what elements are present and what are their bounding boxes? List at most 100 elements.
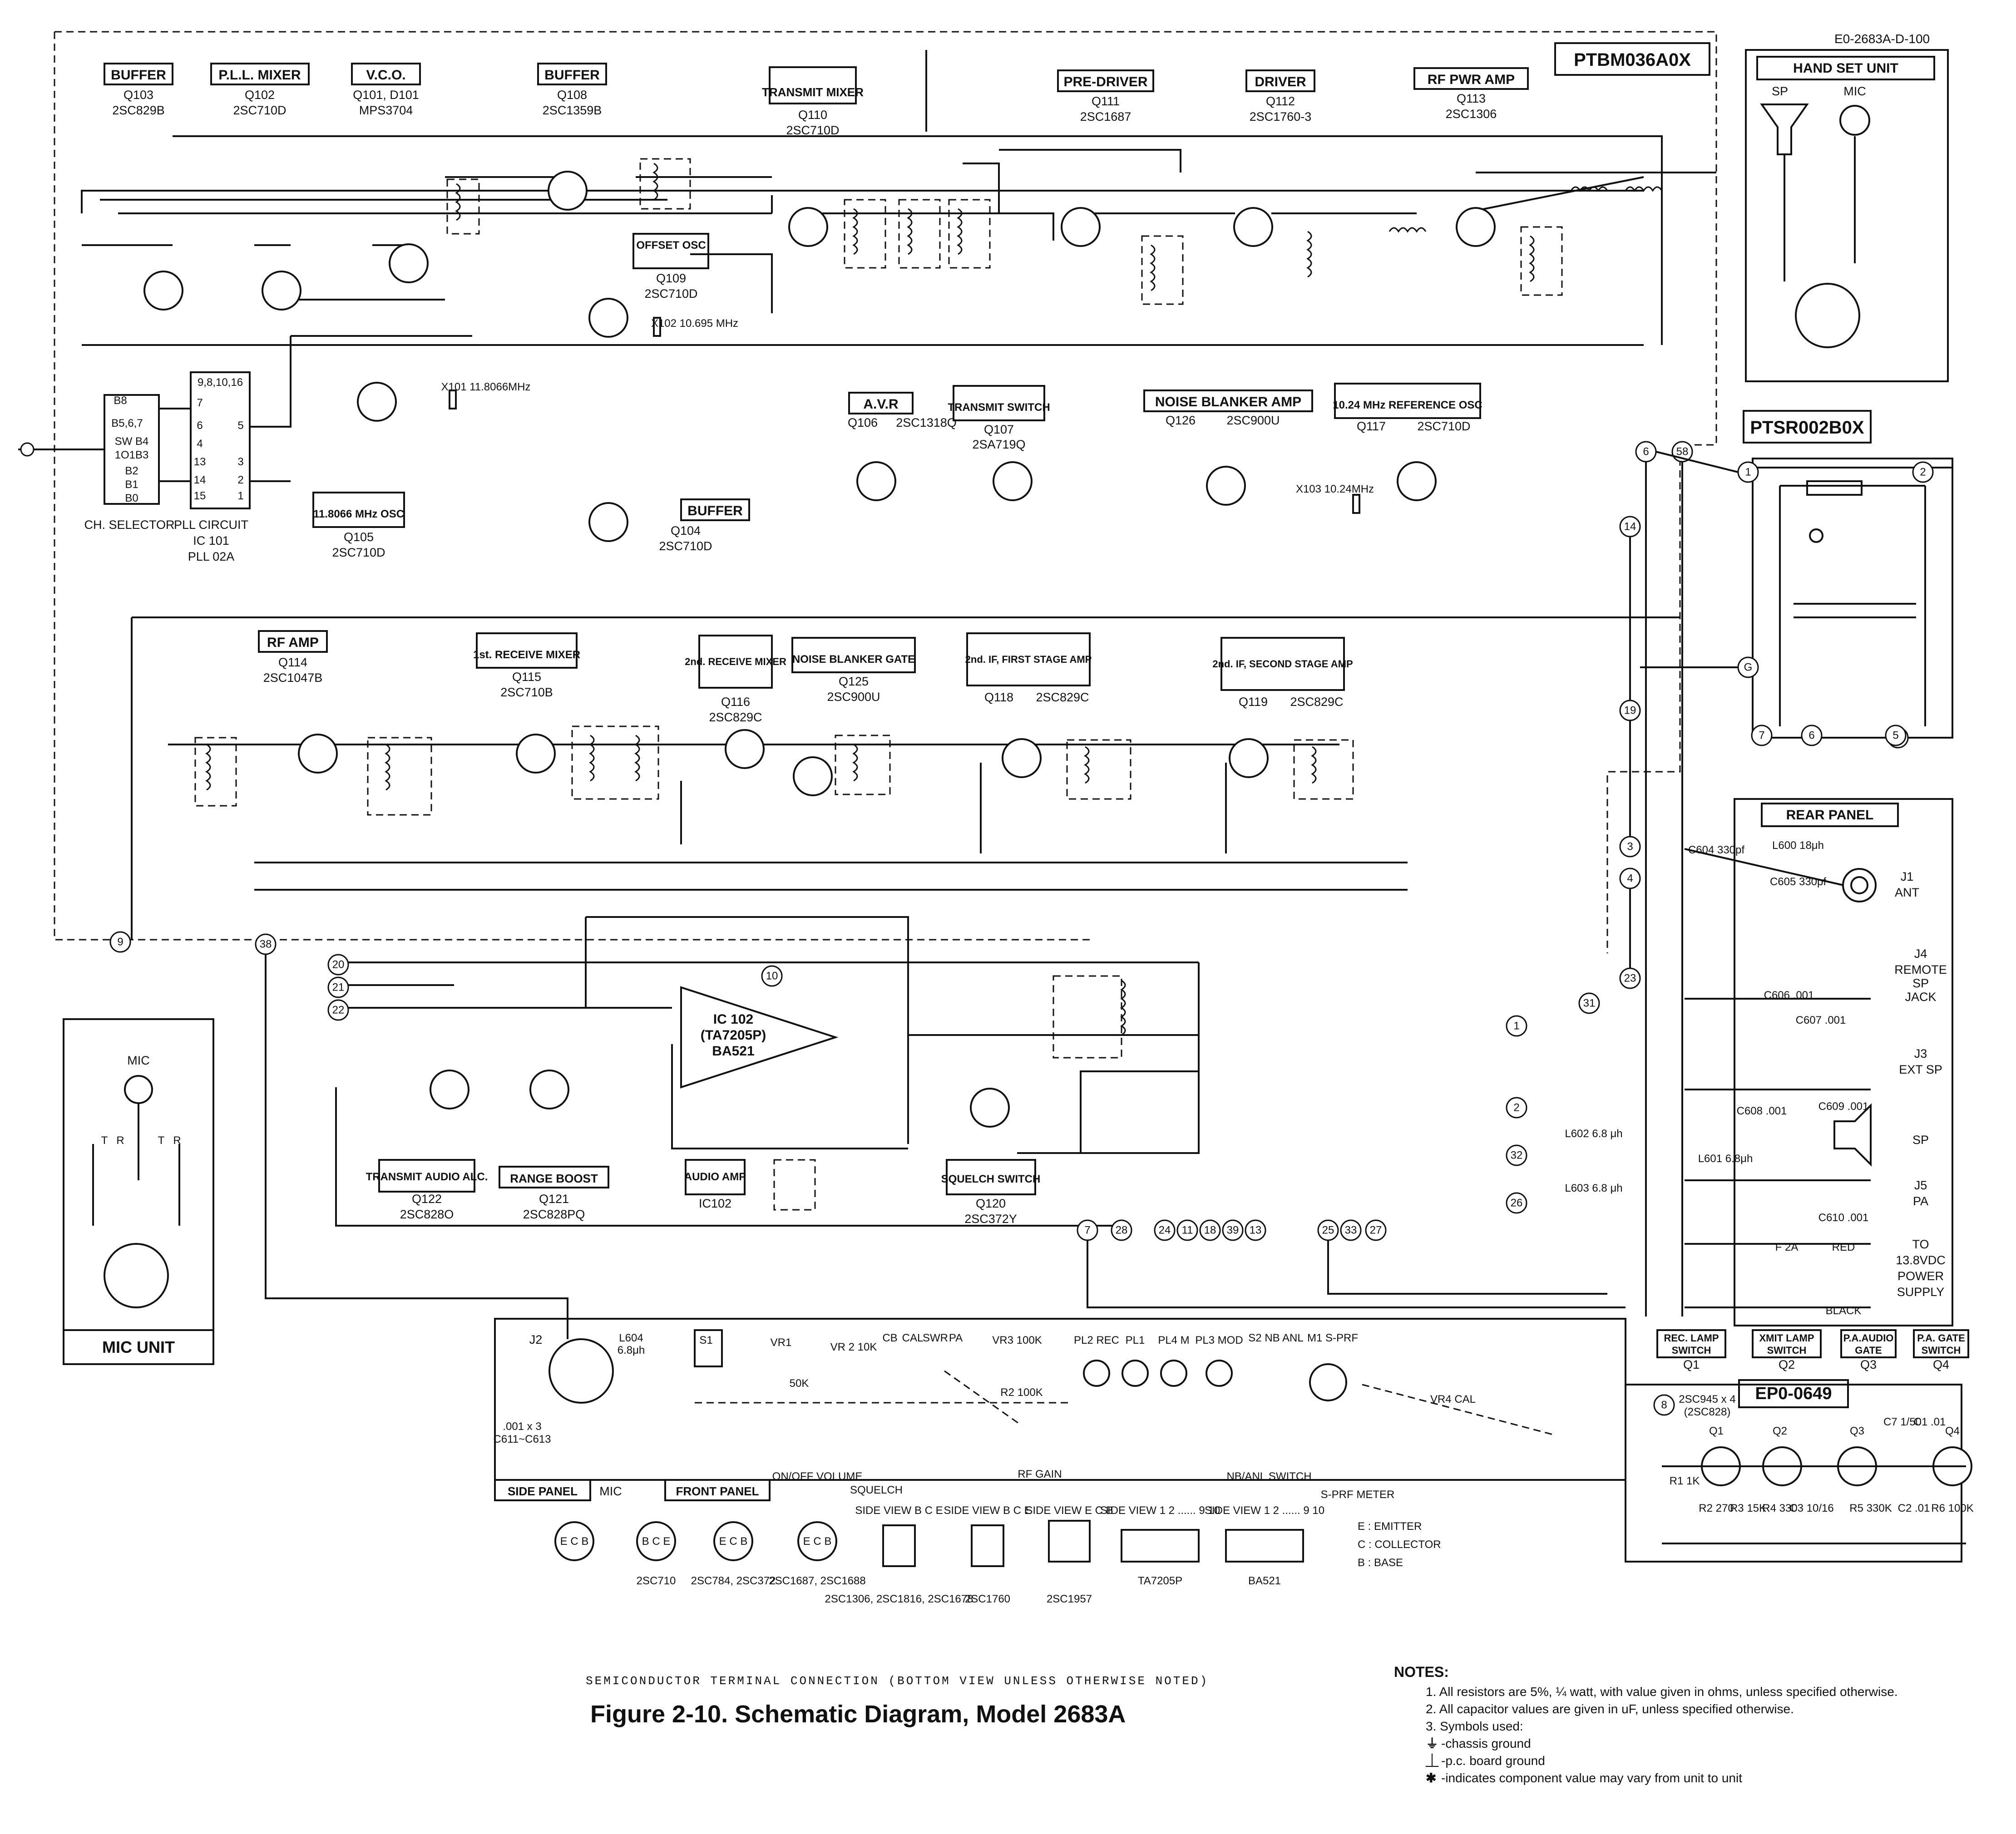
osc-118-part: 2SC710D xyxy=(332,546,385,559)
rf-pwr-amp-title: RF PWR AMP xyxy=(1428,72,1515,87)
q112-transistor xyxy=(1233,207,1273,247)
coils-top xyxy=(446,158,1663,305)
rear-panel-title-box xyxy=(1761,803,1899,827)
rf-pwr-amp-part: 2SC1306 xyxy=(1446,107,1497,121)
svg-text:S2 NB ANL: S2 NB ANL xyxy=(1248,1332,1303,1344)
svg-text:C607 .001: C607 .001 xyxy=(1796,1014,1846,1026)
svg-text:4: 4 xyxy=(197,438,203,450)
svg-text:R4 330: R4 330 xyxy=(1762,1502,1797,1514)
front-panel-label-box xyxy=(664,1479,771,1501)
svg-text:B C E: B C E xyxy=(642,1535,671,1548)
semi-pkg-1-icon xyxy=(554,1521,594,1561)
svg-text:Q2: Q2 xyxy=(1773,1425,1787,1437)
q111-transistor xyxy=(1061,207,1101,247)
pll-mixer-box xyxy=(210,63,310,85)
svg-text:SWITCH: SWITCH xyxy=(1672,1345,1711,1356)
note-variable-value-text: -indicates component value may vary from… xyxy=(1441,1771,1742,1785)
svg-text:CB: CB xyxy=(882,1332,897,1344)
note-1: 1. All resistors are 5%, ¼ watt, with va… xyxy=(1426,1685,1898,1699)
stage-labels-mid: OFFSET OSC Q109 2SC710D A.V.R Q106 2SC13… xyxy=(312,233,1482,559)
pll-ic-box xyxy=(190,371,251,509)
svg-text:6.8μh: 6.8μh xyxy=(618,1344,645,1356)
nb-gate-box xyxy=(791,637,916,673)
svg-text:Q1: Q1 xyxy=(1709,1425,1724,1437)
antenna-jack-icon xyxy=(1842,868,1877,902)
j2-mic-connector-icon xyxy=(548,1338,614,1404)
svg-text:G: G xyxy=(1744,661,1753,674)
svg-text:C608 .001: C608 .001 xyxy=(1737,1105,1787,1117)
svg-text:Q2: Q2 xyxy=(1779,1358,1795,1371)
svg-text:Q4: Q4 xyxy=(1933,1358,1949,1371)
svg-text:E : EMITTER: E : EMITTER xyxy=(1358,1520,1422,1533)
driver-title: DRIVER xyxy=(1255,74,1306,89)
svg-text:REMOTE: REMOTE xyxy=(1894,963,1947,976)
xmit-lamp-switch-box xyxy=(1752,1329,1822,1358)
svg-text:31: 31 xyxy=(1583,997,1596,1010)
audio-ic-alt: BA521 xyxy=(712,1044,754,1059)
semiconductor-views: E C B B C E 2SC710 E C B 2SC784, 2SC372 … xyxy=(554,1504,1441,1605)
transmit-switch-ref: Q107 xyxy=(984,423,1014,436)
svg-text:SIDE VIEW E C B: SIDE VIEW E C B xyxy=(1025,1504,1113,1517)
note-pcb-ground-text: -p.c. board ground xyxy=(1441,1754,1545,1768)
svg-text:PL1: PL1 xyxy=(1126,1334,1145,1346)
svg-text:11: 11 xyxy=(1182,1224,1193,1237)
svg-text:9: 9 xyxy=(117,936,123,948)
svg-text:15: 15 xyxy=(194,490,206,502)
svg-text:TA7205P: TA7205P xyxy=(1138,1575,1182,1587)
svg-text:50K: 50K xyxy=(790,1377,809,1390)
svg-text:SWITCH: SWITCH xyxy=(1922,1345,1961,1356)
pl2-rec-lamp-icon xyxy=(1083,1360,1110,1387)
transmit-mixer-box xyxy=(769,66,857,104)
buffer-q103-box xyxy=(104,63,173,85)
if-first-stage-title: 2nd. IF, FIRST STAGE AMP xyxy=(965,654,1092,665)
stage-labels-top: BUFFER Q103 2SC829B P.L.L. MIXER Q102 2S… xyxy=(104,63,1529,137)
svg-text:1: 1 xyxy=(237,490,243,502)
svg-text:R2 270: R2 270 xyxy=(1699,1502,1734,1514)
handset-mic-icon xyxy=(1839,105,1870,136)
pa-audio-gate-box xyxy=(1840,1329,1897,1358)
svg-text:20: 20 xyxy=(332,959,345,971)
svg-text:7: 7 xyxy=(1759,730,1764,742)
svg-text:7: 7 xyxy=(197,397,203,409)
svg-text:P.A.AUDIO: P.A.AUDIO xyxy=(1843,1332,1894,1344)
svg-text:B : BASE: B : BASE xyxy=(1358,1557,1403,1569)
semi-pkg-6-icon xyxy=(971,1524,1004,1567)
rf-amp-title: RF AMP xyxy=(267,635,319,650)
svg-text:PL2 REC: PL2 REC xyxy=(1074,1334,1119,1346)
svg-text:SIDE VIEW 1 2 ...... 9 10: SIDE VIEW 1 2 ...... 9 10 xyxy=(1205,1504,1324,1517)
svg-text:C : COLLECTOR: C : COLLECTOR xyxy=(1358,1538,1441,1551)
svg-text:24: 24 xyxy=(1159,1224,1171,1237)
rf-amp-part: 2SC1047B xyxy=(263,671,323,685)
svg-text:EXT SP: EXT SP xyxy=(1899,1063,1942,1076)
accessory-board: EP0-0649 REC. LAMP SWITCH Q1 XMIT LAMP S… xyxy=(1625,1329,1974,1563)
svg-text:C610 .001: C610 .001 xyxy=(1818,1212,1869,1224)
svg-text:SIDE VIEW B C E: SIDE VIEW B C E xyxy=(944,1504,1031,1517)
svg-text:28: 28 xyxy=(1116,1224,1128,1237)
accessory-board-label: EP0-0649 xyxy=(1755,1384,1832,1403)
ch-selector-label: CH. SELECTOR xyxy=(84,518,174,532)
pll-ic-ref: IC 101 xyxy=(193,534,229,547)
transmit-audio-alc-title: TRANSMIT AUDIO ALC. xyxy=(366,1171,488,1183)
ref-osc-title: 10.24 MHz REFERENCE OSC xyxy=(1333,399,1482,411)
rear-panel: REAR PANEL J1 ANT C604 330pf L600 18μh C… xyxy=(1565,798,1953,1326)
svg-text:E C B: E C B xyxy=(719,1535,748,1548)
note-pcb-ground: ⏊-p.c. board ground xyxy=(1394,1752,1998,1770)
if-second-stage-part: 2SC829C xyxy=(1290,695,1343,709)
offset-osc-box xyxy=(632,233,709,269)
noise-blanker-amp-box xyxy=(1143,389,1313,412)
nb-gate-part: 2SC900U xyxy=(827,690,880,704)
q115-transistor xyxy=(516,734,556,774)
svg-text:B1: B1 xyxy=(125,478,138,491)
transmit-switch-title: TRANSMIT SWITCH xyxy=(948,401,1050,414)
svg-text:6: 6 xyxy=(197,419,203,432)
svg-text:C3 10/16: C3 10/16 xyxy=(1789,1502,1833,1514)
avr-part: 2SC1318Q xyxy=(896,416,957,429)
main-board-outline xyxy=(54,31,1717,953)
svg-text:13: 13 xyxy=(1250,1224,1262,1237)
receive-mixer-2-ref: Q116 xyxy=(721,695,750,709)
vco-title: V.C.O. xyxy=(366,68,405,83)
svg-text:C7 1/50: C7 1/50 xyxy=(1883,1416,1922,1428)
q102-transistor xyxy=(262,271,301,311)
mic-connector-icon xyxy=(104,1243,169,1308)
